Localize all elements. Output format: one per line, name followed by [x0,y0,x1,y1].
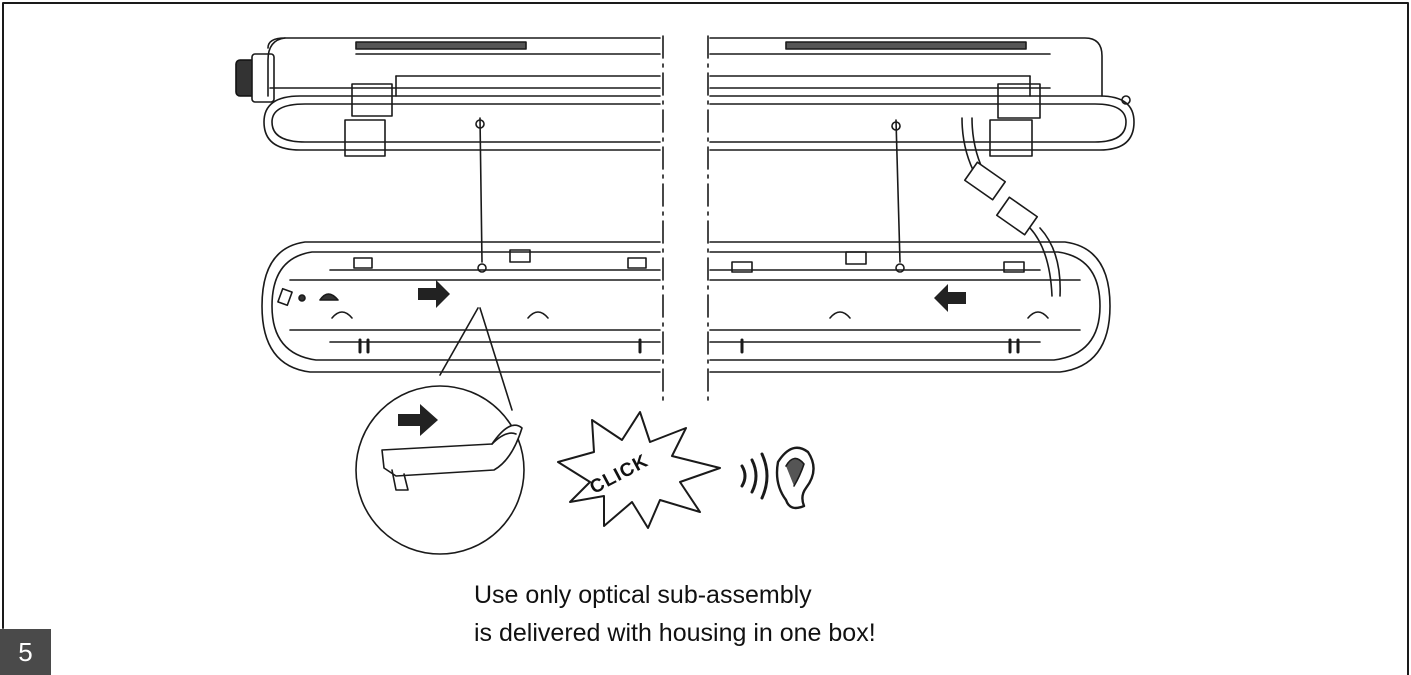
magnifier-circle-icon [355,307,525,555]
optical-body-left [261,241,661,373]
step-number-badge: 5 [0,629,51,675]
arrow-right-icon [418,280,450,308]
ear-icon [775,446,815,510]
housing-top-left [235,37,661,273]
caption-line-1: Use only optical sub-assembly [474,581,812,609]
click-burst-icon [557,411,721,529]
plug-connector [963,161,1007,201]
housing-top-right [709,37,1135,297]
vent-strip [355,41,527,50]
vent-strip-right [785,41,1027,50]
sound-waves-icon [740,452,769,500]
arrow-left-icon [934,284,966,312]
optical-body-right [709,241,1111,373]
step-number: 5 [18,636,33,667]
socket-connector [995,196,1039,236]
arrow-right-zoom-icon [398,404,438,436]
safety-wire-right [895,119,901,263]
safety-wire-left [479,117,483,263]
caption-line-2: is delivered with housing in one box! [474,619,876,647]
